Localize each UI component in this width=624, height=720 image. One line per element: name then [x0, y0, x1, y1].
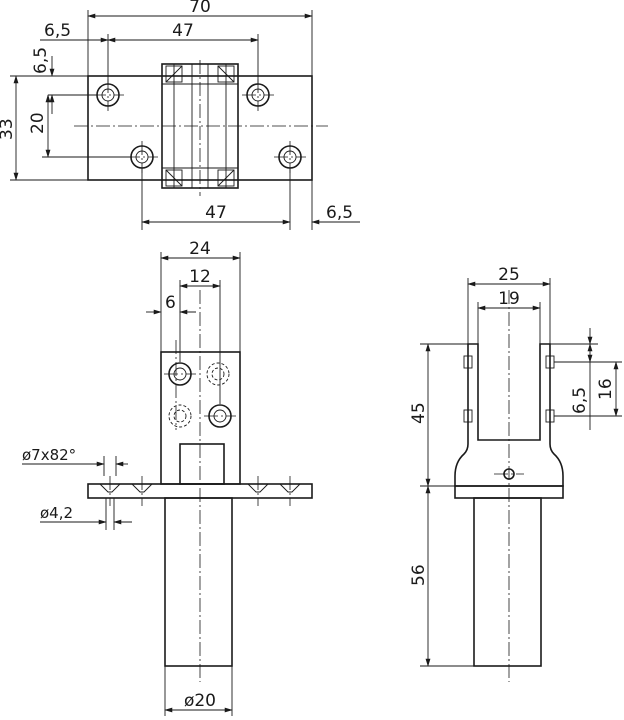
dim-bracket-height: 45 — [409, 402, 429, 424]
dim-hole-offset: 6 — [165, 293, 176, 313]
bolt-hole — [204, 404, 236, 428]
side-view: 25 19 6,5 16 45 56 — [409, 265, 622, 682]
dim-width: 24 — [189, 239, 211, 259]
clamp-block — [161, 63, 239, 189]
dim-half-width: 12 — [189, 267, 211, 287]
dim-hole-spacing-bottom: 47 — [205, 203, 227, 223]
front-view: 24 12 6 ø7x82° ø4,2 ø20 — [22, 239, 313, 716]
dim-width-total: 70 — [189, 0, 211, 17]
dim-height-total: 33 — [0, 118, 17, 140]
hidden-bolt-hole — [206, 362, 230, 386]
dim-hole-diameter: ø4,2 — [40, 504, 73, 522]
u-bracket — [454, 343, 564, 487]
countersunk-hole — [131, 476, 153, 506]
dim-countersink: ø7x82° — [22, 446, 76, 464]
bolt-hole — [164, 362, 196, 386]
countersunk-hole — [279, 476, 301, 506]
dim-tube-length: 56 — [409, 564, 429, 586]
dim-outer-width: 25 — [498, 265, 520, 285]
dim-hole-spacing-top: 47 — [172, 21, 194, 41]
dim-tube-diameter: ø20 — [184, 691, 216, 711]
hidden-bolt-hole — [168, 404, 192, 428]
dim-inner-width: 19 — [498, 289, 520, 309]
dim-right-offset: 6,5 — [326, 203, 353, 223]
top-view: 70 6,5 47 6,5 33 20 47 6,5 — [0, 0, 360, 230]
dim-slot-spacing: 16 — [596, 378, 616, 400]
clamp-block-front — [160, 351, 241, 485]
countersunk-hole — [99, 476, 121, 506]
dim-left-offset: 6,5 — [44, 21, 71, 41]
dim-slot-height: 6,5 — [570, 387, 590, 414]
dim-top-offset: 6,5 — [31, 47, 51, 74]
tube — [164, 497, 233, 667]
dim-hole-spacing-vertical: 20 — [28, 112, 48, 134]
countersunk-hole — [247, 476, 269, 506]
tube-side — [473, 497, 542, 667]
